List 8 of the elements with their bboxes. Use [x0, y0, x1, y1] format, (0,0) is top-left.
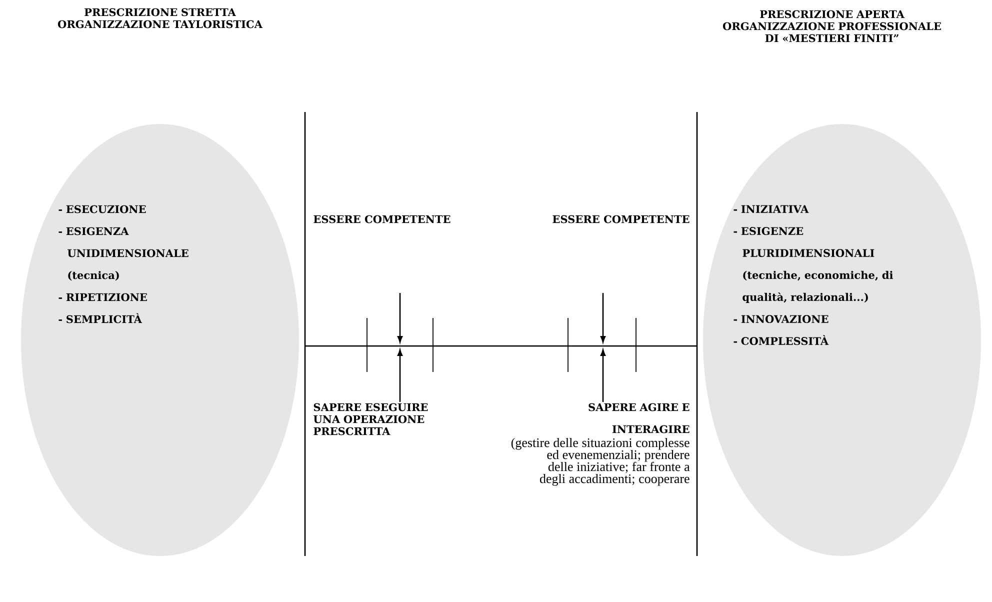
scale-label: ESSERE COMPETENTE — [552, 215, 690, 224]
scale-label: ESSERE COMPETENTE — [314, 215, 450, 224]
heading: PRESCRIZIONE APERTA ORGANIZZAZIONE PROFESSIONALE DI «MESTIERI FINITI” — [722, 10, 941, 42]
scale-label: SAPERE AGIRE E INTERAGIRE (gestire delle situazioni complesse ed evenemenziali; prendere delle iniziative; far fronte a degli accadimenti; cooperare — [511, 403, 690, 486]
arrow — [397, 349, 403, 402]
scale-label: SAPERE ESEGUIRE UNA OPERAZIONE PRESCRITTA — [314, 403, 428, 436]
arrow — [600, 349, 606, 402]
heading: PRESCRIZIONE STRETTA ORGANIZZAZIONE TAYLORISTICA — [58, 8, 263, 28]
